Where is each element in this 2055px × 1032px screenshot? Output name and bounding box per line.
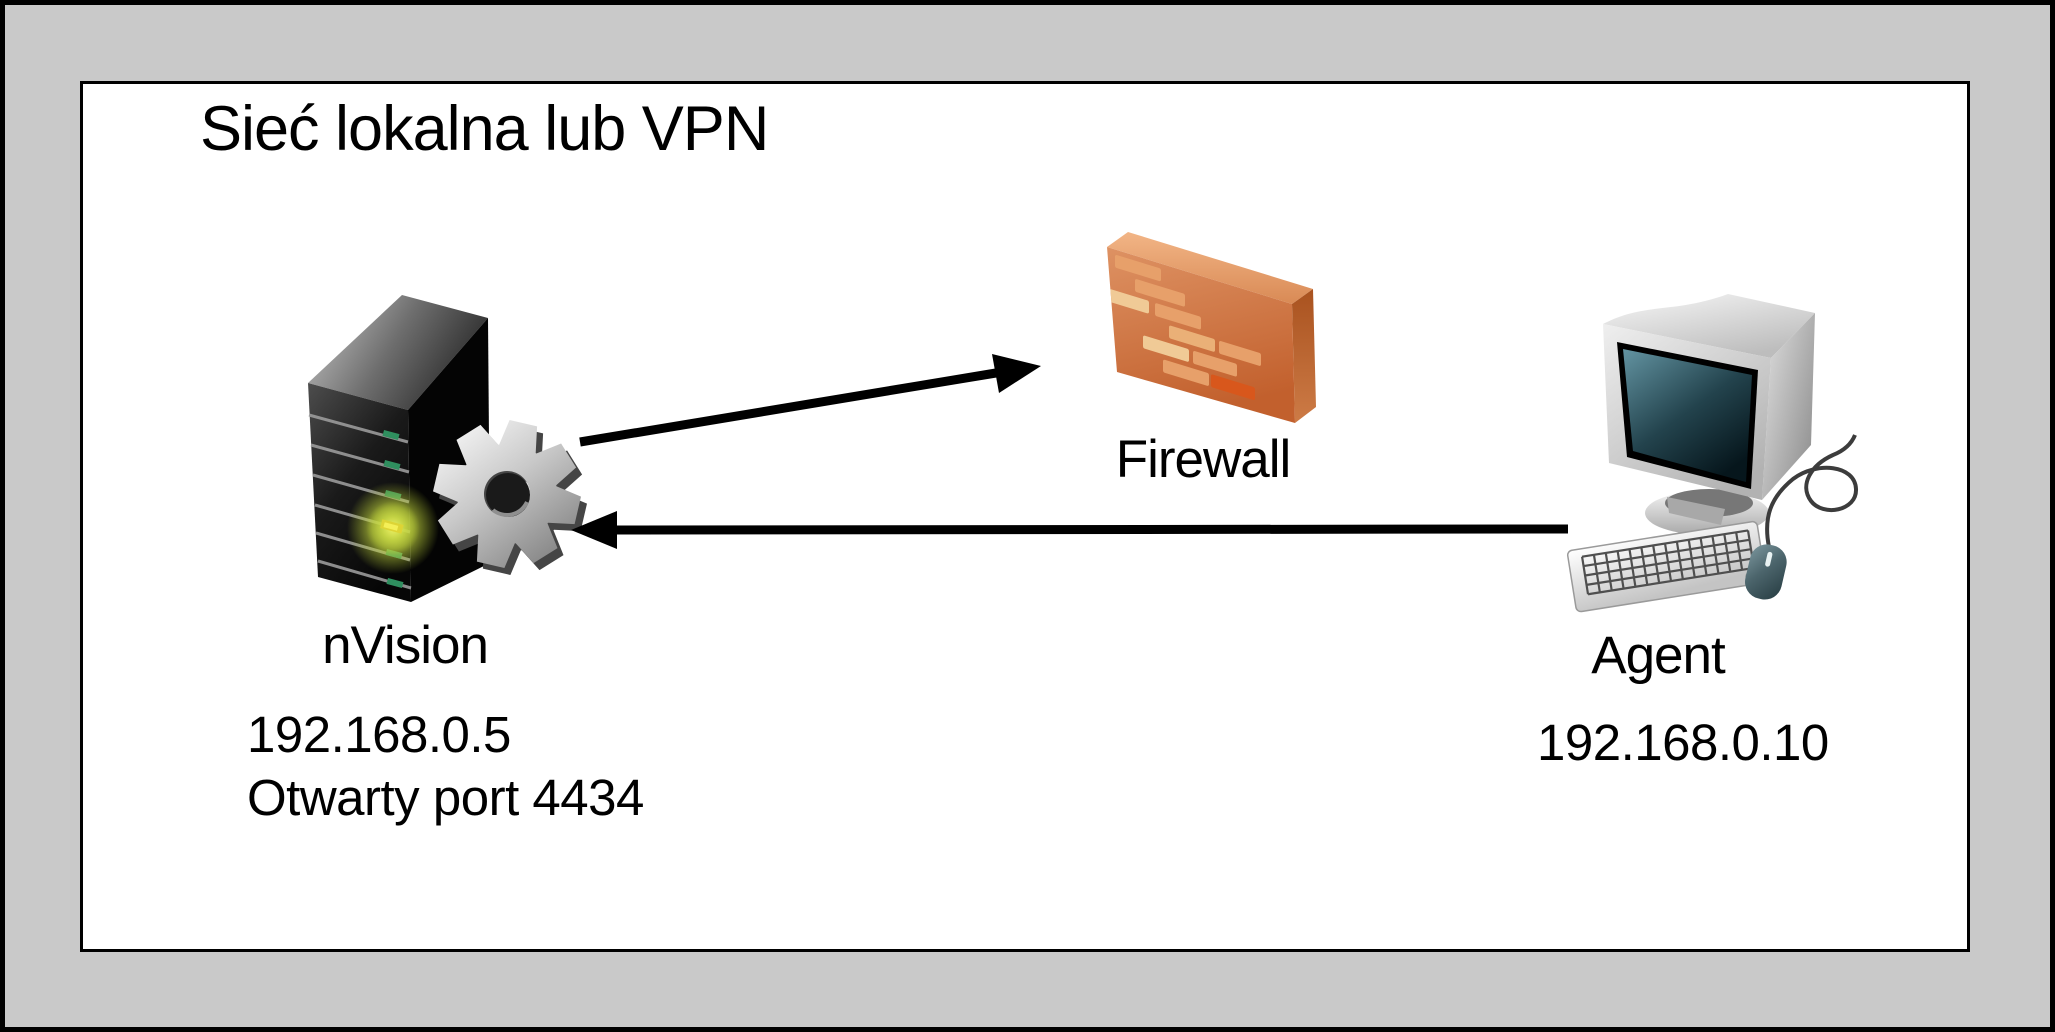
arrow-agent-to-nvision — [571, 511, 1569, 549]
keyboard-icon — [1566, 520, 1767, 613]
desktop-computer-icon — [1566, 294, 1859, 613]
brick-pattern — [1107, 254, 1261, 401]
node-label-agent: Agent — [1591, 626, 1726, 685]
server-active-led-glow — [347, 482, 439, 574]
mouse-cable — [1765, 434, 1859, 548]
diagram-title: Sieć lokalna lub VPN — [200, 94, 769, 164]
crt-monitor-icon — [1603, 294, 1815, 535]
agent-ip-address: 192.168.0.10 — [1537, 714, 1829, 771]
nvision-ip-address: 192.168.0.5 — [247, 706, 511, 763]
firewall-brick-wall-icon — [1107, 232, 1316, 423]
gear-icon — [433, 420, 587, 575]
mouse-icon — [1745, 544, 1787, 600]
node-label-firewall: Firewall — [1115, 430, 1292, 489]
nvision-open-port: Otwarty port 4434 — [247, 769, 644, 826]
arrow-nvision-to-firewall — [579, 354, 1041, 447]
node-label-nvision: nVision — [322, 616, 489, 675]
nvision-annotations: 192.168.0.5 Otwarty port 4434 — [247, 703, 644, 829]
agent-annotations: 192.168.0.10 — [1537, 711, 1829, 774]
diagram-graphics — [308, 232, 1859, 613]
